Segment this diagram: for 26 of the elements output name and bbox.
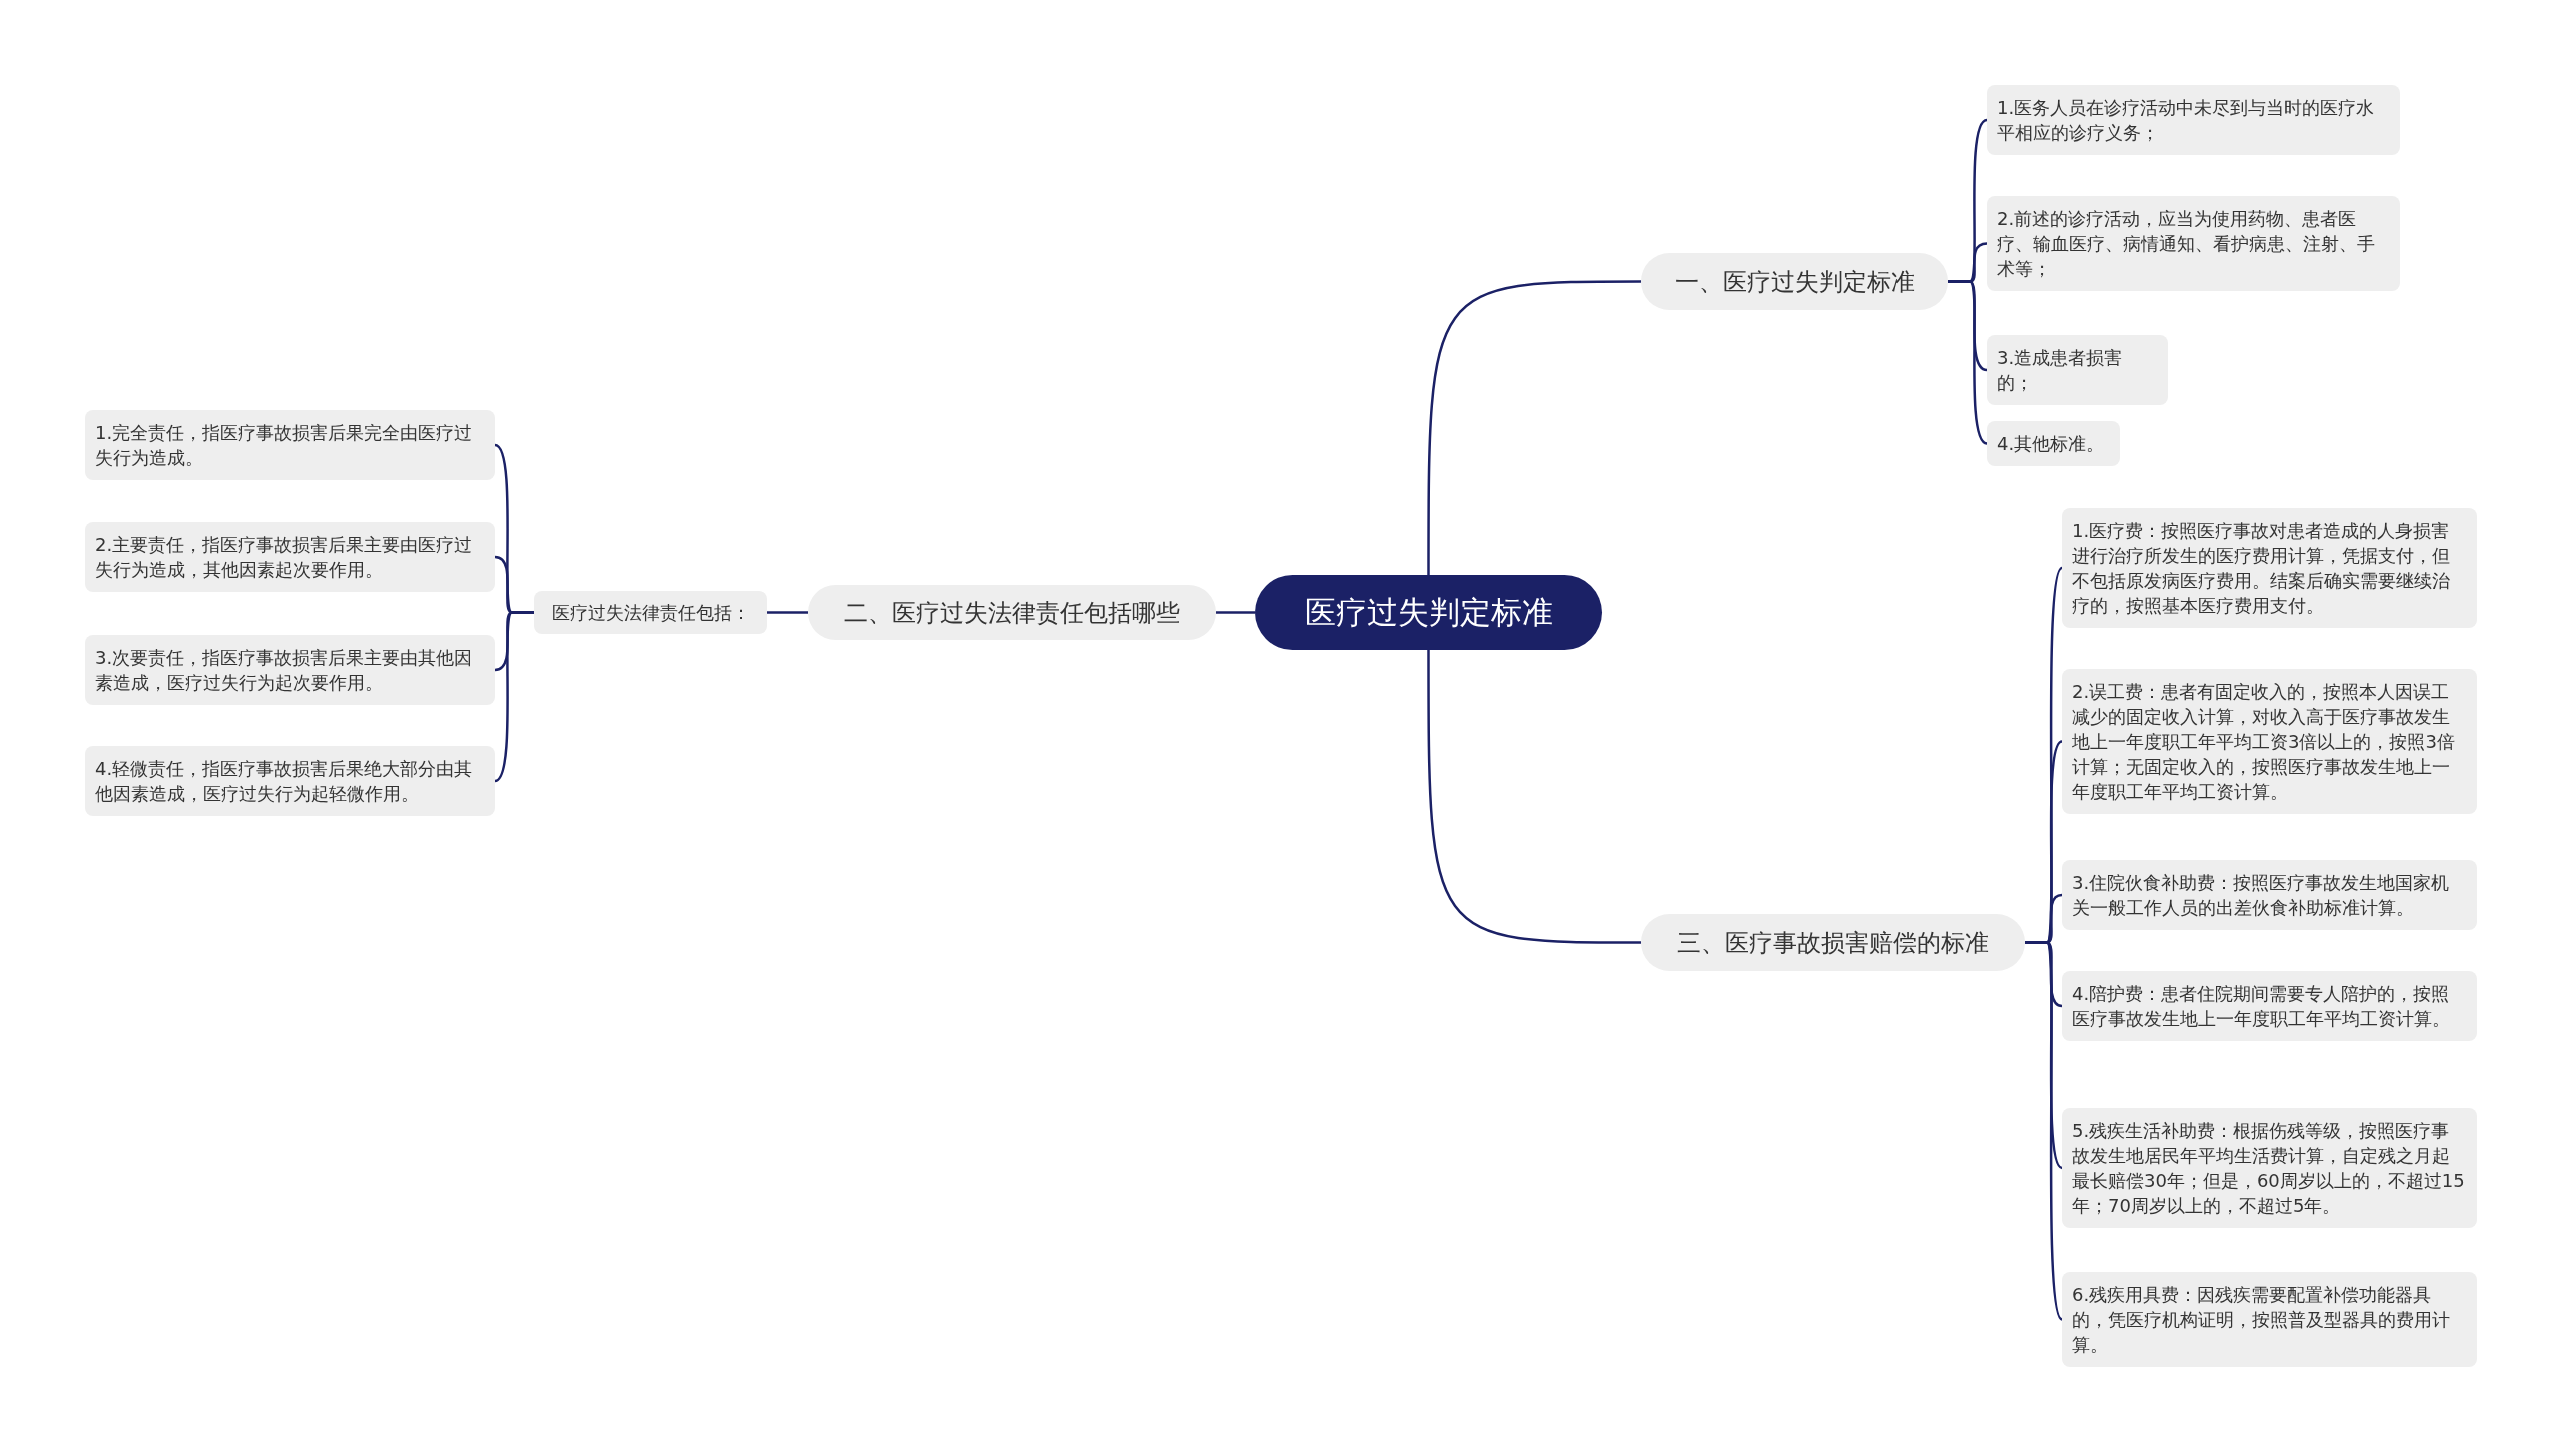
detail-box: 1.医疗费：按照医疗事故对患者造成的人身损害进行治疗所发生的医疗费用计算，凭据支付，但不包括原发病医疗费用。结案后确实需要继续治疗的，按照基本医疗费用支付。 [2062,508,2477,628]
root-topic: 医疗过失判定标准 [1255,575,1602,650]
connector-line [2025,941,2064,1321]
connector-line [1948,280,1988,445]
detail-box: 1.医务人员在诊疗活动中未尽到与当时的医疗水平相应的诊疗义务； [1987,85,2400,155]
detail-box: 3.次要责任，指医疗事故损害后果主要由其他因素造成，医疗过失行为起次要作用。 [85,635,495,705]
connector-line [494,611,534,783]
detail-box: 4.其他标准。 [1987,421,2120,466]
detail-box: 2.前述的诊疗活动，应当为使用药物、患者医疗、输血医疗、病情通知、看护病患、注射、手术等； [1987,196,2400,291]
connector-line [1427,650,1641,944]
detail-box: 3.造成患者损害的； [1987,335,2168,405]
detail-box: 1.完全责任，指医疗事故损害后果完全由医疗过失行为造成。 [85,410,495,480]
detail-box: 4.轻微责任，指医疗事故损害后果绝大部分由其他因素造成，医疗过失行为起轻微作用。 [85,746,495,816]
detail-box: 5.残疾生活补助费：根据伤残等级，按照医疗事故发生地居民年平均生活费计算，自定残之月起最长赔偿30年；但是，60周岁以上的，不超过15年；70周岁以上的，不超过5年。 [2062,1108,2477,1228]
connector-line [1427,280,1641,575]
detail-box: 3.住院伙食补助费：按照医疗事故发生地国家机关一般工作人员的出差伙食补助标准计算。 [2062,860,2477,930]
detail-box: 2.主要责任，指医疗事故损害后果主要由医疗过失行为造成，其他因素起次要作用。 [85,522,495,592]
branch-topic: 三、医疗事故损害赔偿的标准 [1641,914,2025,971]
detail-box: 6.残疾用具费：因残疾需要配置补偿功能器具的，凭医疗机构证明，按照普及型器具的费用计算。 [2062,1272,2477,1367]
branch-topic: 一、医疗过失判定标准 [1641,253,1948,310]
detail-box: 2.误工费：患者有固定收入的，按照本人因误工减少的固定收入计算，对收入高于医疗事故发生地上一年度职工年平均工资3倍以上的，按照3倍计算；无固定收入的，按照医疗事故发生地上一年度职工年平均工资计算。 [2062,669,2477,814]
detail-box: 4.陪护费：患者住院期间需要专人陪护的，按照医疗事故发生地上一年度职工年平均工资计算。 [2062,971,2477,1041]
subtopic-box: 医疗过失法律责任包括： [534,591,767,634]
connector-line [767,611,808,614]
branch-topic: 二、医疗过失法律责任包括哪些 [808,585,1216,640]
connector-line [1216,611,1255,614]
